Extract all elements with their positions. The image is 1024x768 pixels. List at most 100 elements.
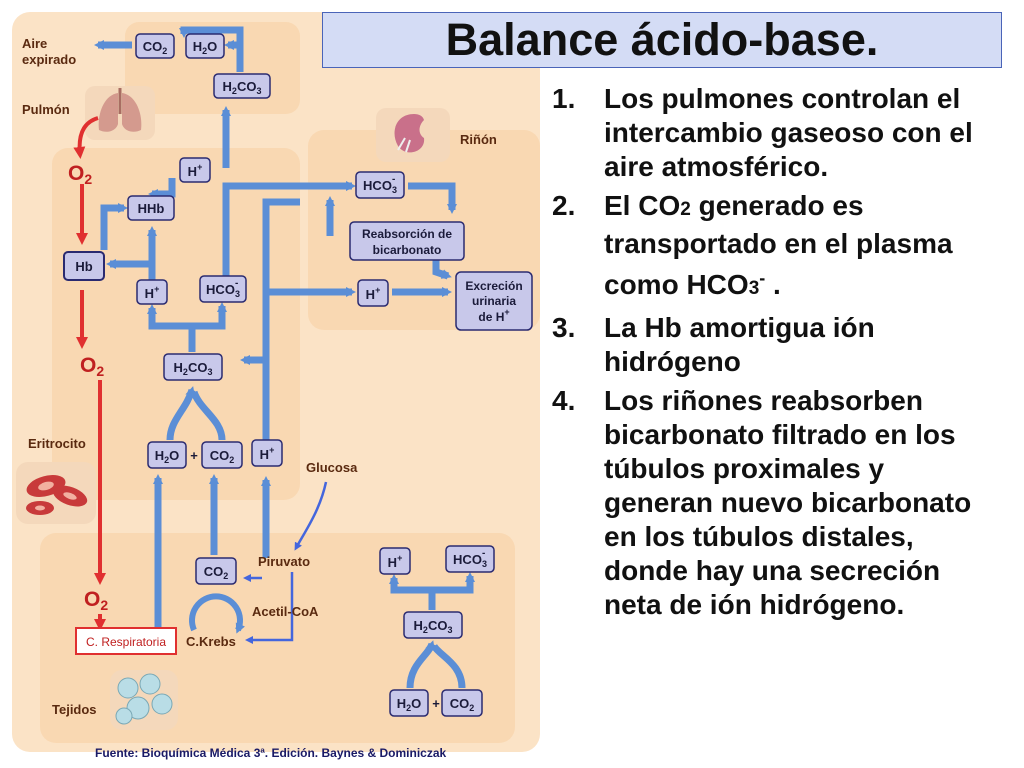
svg-text:H2O: H2O bbox=[193, 39, 218, 56]
label-glucosa: Glucosa bbox=[306, 460, 358, 475]
box-reabsorcion: Reabsorción de bicarbonato bbox=[349, 221, 465, 261]
box-h2o-tissue: H2O bbox=[389, 689, 429, 717]
box-h2co3-lung: H2CO3 bbox=[213, 73, 271, 99]
box-hb: Hb bbox=[63, 251, 105, 281]
svg-text:H+: H+ bbox=[366, 285, 381, 302]
box-co2-ery: CO2 bbox=[201, 441, 243, 469]
box-h2o-ery: H2O bbox=[147, 441, 187, 469]
svg-text:bicarbonato: bicarbonato bbox=[373, 243, 442, 257]
erythrocyte-icon bbox=[16, 462, 96, 524]
arrow-lung-o2 bbox=[73, 116, 99, 159]
box-hplus-3: H+ bbox=[251, 439, 283, 467]
box-hco3-kidney: HCO3- bbox=[355, 171, 405, 199]
box-c-respiratoria: C. Respiratoria bbox=[75, 627, 177, 655]
arrow-tissue-h2co3-hco3 bbox=[432, 572, 475, 594]
arrow-h2co3-hplus bbox=[147, 304, 196, 352]
arrow-glucosa-piruvato bbox=[294, 481, 328, 551]
arrow-to-kidney-hco3-out bbox=[408, 182, 457, 214]
svg-text:H2CO3: H2CO3 bbox=[414, 618, 453, 635]
o2-label-tissue: O2 bbox=[84, 588, 108, 613]
source-citation: Fuente: Bioquímica Médica 3ª. Edición. B… bbox=[95, 746, 447, 760]
svg-text:HCO3-: HCO3- bbox=[363, 174, 397, 195]
arrow-hco3-lung bbox=[222, 181, 356, 276]
box-h2o-lung: H2O bbox=[185, 33, 225, 59]
o2-label-blood: O2 bbox=[80, 354, 104, 379]
arrow-h2co3-hco3 bbox=[192, 302, 227, 330]
point-text-a: El CO bbox=[604, 190, 681, 221]
box-co2-lung: CO2 bbox=[135, 33, 175, 59]
arrow-hplus-up bbox=[262, 198, 300, 360]
tissue-cells-icon bbox=[110, 670, 178, 730]
arrow-hhb-hplus bbox=[148, 178, 176, 199]
svg-text:de H+: de H+ bbox=[478, 307, 509, 324]
key-points-list: 1.Los pulmones controlan el intercambio … bbox=[552, 82, 992, 627]
box-hplus-tissue: H+ bbox=[379, 547, 411, 575]
point-text-c: . bbox=[765, 269, 781, 300]
kidney-icon bbox=[376, 108, 450, 162]
point-text-b: generado es transportado en el plasma co… bbox=[604, 190, 953, 300]
arrow-tissue-to-h2co3 bbox=[406, 640, 436, 689]
svg-text:HHb: HHb bbox=[138, 201, 165, 216]
arrow-to-h2co3-ery bbox=[166, 386, 196, 441]
box-hco3-ery: HCO3- bbox=[199, 275, 247, 303]
o2-label-lung: O2 bbox=[68, 162, 92, 187]
key-point-3: 3. La Hb amortigua ión hidrógeno bbox=[552, 311, 992, 379]
svg-text:Hb: Hb bbox=[75, 259, 92, 274]
svg-text:HCO3-: HCO3- bbox=[453, 548, 487, 569]
lung-icon bbox=[85, 86, 155, 140]
box-h2co3-ery: H2CO3 bbox=[163, 353, 223, 381]
svg-text:HCO3-: HCO3- bbox=[206, 278, 240, 299]
plus-sign-tissue: + bbox=[432, 696, 440, 711]
point-sub-b: 3 bbox=[748, 278, 760, 299]
key-point-4: 4. Los riñones reabsorben bicarbonato fil… bbox=[552, 384, 992, 622]
point-number: 4. bbox=[552, 385, 576, 416]
svg-text:H+: H+ bbox=[260, 445, 275, 462]
svg-text:urinaria: urinaria bbox=[472, 294, 516, 308]
label-rinon: Riñón bbox=[460, 132, 497, 147]
label-aire: Aire bbox=[22, 36, 47, 51]
svg-text:Reabsorción de: Reabsorción de bbox=[362, 227, 452, 241]
svg-text:H2CO3: H2CO3 bbox=[223, 79, 262, 96]
svg-text:H+: H+ bbox=[388, 553, 403, 570]
label-ckrebs: C.Krebs bbox=[186, 634, 236, 649]
svg-text:C. Respiratoria: C. Respiratoria bbox=[86, 635, 166, 649]
acid-base-diagram: Aire expirado Pulmón Riñón Eritrocito Te… bbox=[12, 12, 540, 752]
svg-text:CO2: CO2 bbox=[143, 39, 168, 56]
svg-text:H2O: H2O bbox=[397, 696, 422, 713]
key-point-1: 1.Los pulmones controlan el intercambio … bbox=[552, 82, 992, 184]
box-h2co3-tissue: H2CO3 bbox=[403, 611, 463, 639]
arrow-piruvato-acetilcoa bbox=[245, 572, 294, 644]
arrow-tissue-co2-h2co3 bbox=[431, 643, 466, 689]
svg-text:H2O: H2O bbox=[155, 448, 180, 465]
box-co2-tissue-2: CO2 bbox=[441, 689, 483, 717]
point-number: 2. bbox=[552, 190, 576, 221]
label-acetil-coa: Acetil-CoA bbox=[252, 604, 319, 619]
plus-sign-ery: + bbox=[190, 448, 198, 463]
oxygen-arrows bbox=[73, 116, 106, 631]
point-number: 1. bbox=[552, 83, 576, 114]
svg-text:CO2: CO2 bbox=[204, 564, 229, 581]
svg-text:CO2: CO2 bbox=[210, 448, 235, 465]
arrow-hb-hhb bbox=[100, 203, 128, 250]
point-text: La Hb amortigua ión hidrógeno bbox=[604, 312, 875, 377]
label-piruvato: Piruvato bbox=[258, 554, 310, 569]
key-point-2: 2.El CO2 generado es transportado en el … bbox=[552, 189, 992, 306]
arrow-h2co3-co2 bbox=[179, 26, 244, 72]
label-pulmon: Pulmón bbox=[22, 102, 70, 117]
svg-text:H+: H+ bbox=[145, 284, 160, 301]
arrow-co2-to-h2co3 bbox=[190, 390, 226, 441]
title-banner: Balance ácido-base. bbox=[322, 12, 1002, 68]
svg-text:Excreción: Excreción bbox=[465, 279, 522, 293]
box-co2-tissue: CO2 bbox=[195, 557, 237, 585]
point-number: 3. bbox=[552, 312, 576, 343]
svg-text:H2CO3: H2CO3 bbox=[174, 360, 213, 377]
label-tejidos: Tejidos bbox=[52, 702, 97, 717]
box-hco3-tissue: HCO3- bbox=[445, 545, 495, 573]
box-hplus-2: H+ bbox=[136, 279, 168, 305]
svg-text:H+: H+ bbox=[188, 162, 203, 179]
point-text: Los riñones reabsorben bicarbonato filtr… bbox=[604, 385, 972, 620]
svg-text:CO2: CO2 bbox=[450, 696, 475, 713]
box-hhb: HHb bbox=[127, 195, 175, 221]
box-hplus-1: H+ bbox=[179, 157, 211, 183]
slide-title: Balance ácido-base. bbox=[445, 14, 879, 65]
